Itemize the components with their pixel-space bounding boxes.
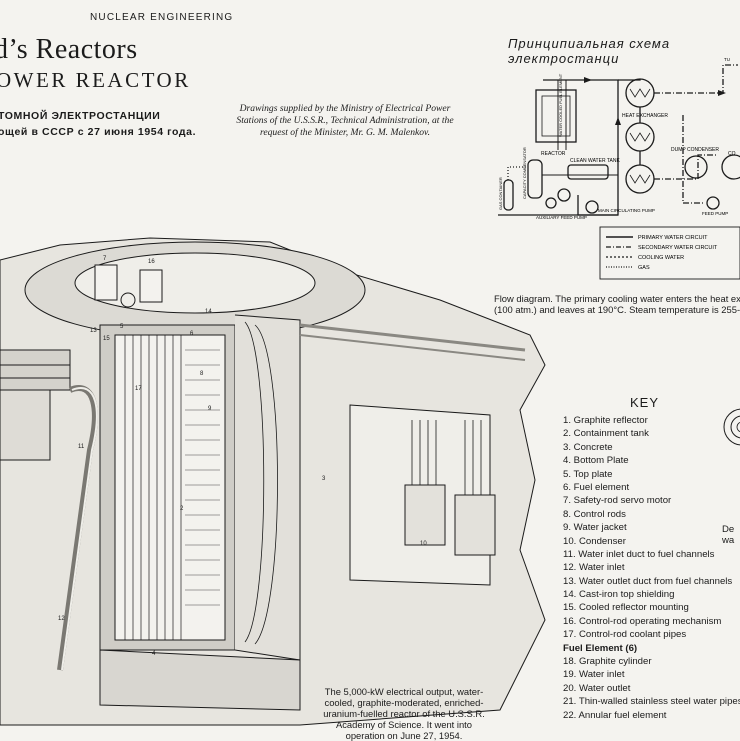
key-item: 18. Graphite cylinder <box>563 656 652 668</box>
label-heat-exchanger: HEAT EXCHANGER <box>622 113 668 119</box>
callout-6: 6 <box>190 331 194 337</box>
flow-diagram: REACTOR WATER COOLED FUEL ELEMENT HEAT E… <box>498 57 740 280</box>
condenser-unit-2 <box>454 494 496 556</box>
key-item: 16. Control-rod operating mechanism <box>563 615 722 627</box>
callout-14: 14 <box>205 309 212 315</box>
callout-12: 12 <box>58 616 65 622</box>
callout-5: 5 <box>120 324 124 330</box>
side-caption-line2: wa <box>722 535 735 546</box>
russian-caption: ТОМНОЙ ЭЛЕКТРОСТАНЦИИ ощей в СССР с 27 и… <box>0 108 196 140</box>
flow-diagram-caption: Flow diagram. The primary cooling water … <box>494 293 740 315</box>
key-item: 13. Water outlet duct from fuel channels <box>563 575 733 587</box>
flow-caption-line2: (100 atm.) and leaves at 190°C. Steam te… <box>494 304 740 315</box>
safety-rod-servo <box>94 264 118 301</box>
callout-9: 9 <box>208 406 212 412</box>
label-auxiliary: AUXILIARY FEED PUMP <box>536 215 587 220</box>
callout-13: 13 <box>90 328 97 334</box>
clean-water-pump <box>557 188 571 202</box>
label-dump-condenser: DUMP CONDENSER <box>671 147 719 153</box>
condenser-unit-1 <box>404 484 446 546</box>
heat-exchanger-1 <box>625 78 655 108</box>
label-co: CO <box>728 151 736 157</box>
label-capacity-compensator: CAPACITY COMPENSATOR <box>522 147 527 199</box>
main-circulating-pump <box>585 200 599 214</box>
feed-pump <box>706 196 720 210</box>
callout-17: 17 <box>135 386 142 392</box>
article-title: d’s Reactors <box>0 34 138 65</box>
control-rod-mechanism <box>139 269 163 303</box>
reactor-caption: The 5,000-kW electrical output, water-co… <box>323 686 485 741</box>
key-item: 22. Annular fuel element <box>563 709 667 721</box>
key-item: 6. Fuel element <box>563 481 630 493</box>
callout-10: 10 <box>420 541 427 547</box>
key-item: 4. Bottom Plate <box>563 455 629 467</box>
capacity-compensator <box>527 159 543 199</box>
flow-diagram-title: Принципиальная схема электростанци <box>508 36 671 66</box>
label-feed-pump: FEED PUMP <box>702 211 728 216</box>
secondary-circuit-pipe <box>654 64 738 94</box>
label-clean-water-tank: CLEAN WATER TANK <box>570 158 620 164</box>
callout-3: 3 <box>322 476 326 482</box>
callout-4: 4 <box>152 651 156 657</box>
heat-exchanger-2 <box>625 122 655 152</box>
label-main-pump: MAIN CIRCULATING PUMP <box>598 208 655 213</box>
key-item: 20. Water outlet <box>563 682 631 694</box>
label-tu: TU <box>724 57 730 62</box>
key-item: 11. Water inlet duct to fuel channels <box>563 548 715 560</box>
reactor-core <box>541 95 571 137</box>
running-head: NUCLEAR ENGINEERING <box>90 12 234 23</box>
callout-15: 15 <box>103 336 110 342</box>
dump-condenser <box>684 155 708 179</box>
key-item: 12. Water inlet <box>563 562 625 574</box>
drawing-credit: Drawings supplied by the Ministry of Ele… <box>236 103 454 138</box>
legend-cooling: COOLING WATER <box>638 255 684 261</box>
key-item: 7. Safety-rod servo motor <box>563 495 672 507</box>
callout-8: 8 <box>200 371 204 377</box>
callout-11: 11 <box>78 444 85 450</box>
fuel-channels <box>124 335 182 640</box>
reactor-box <box>535 89 577 143</box>
label-gas-container: GAS CONTAINER <box>498 177 503 210</box>
callout-2: 2 <box>180 506 184 512</box>
russian-caption-line1: ТОМНОЙ ЭЛЕКТРОСТАНЦИИ <box>0 110 161 122</box>
key-item: 21. Thin-walled stainless steel water pi… <box>563 696 740 708</box>
label-reactor: REACTOR <box>541 151 566 157</box>
label-fuel-element: WATER COOLED FUEL ELEMENT <box>558 73 563 137</box>
key-fuel-heading: Fuel Element (6) <box>563 642 638 654</box>
auxiliary-feed-pump <box>545 197 557 209</box>
article-subtitle: OWER REACTOR <box>0 68 191 92</box>
key-title: KEY <box>630 395 660 410</box>
legend-box <box>599 226 740 280</box>
key-item: 17. Control-rod coolant pipes <box>563 629 687 641</box>
condenser <box>721 154 740 180</box>
russian-caption-line2: ощей в СССР с 27 июня 1954 года. <box>0 126 197 138</box>
containment-tank <box>234 314 301 661</box>
key-item: 5. Top plate <box>563 468 613 480</box>
legend-secondary: SECONDARY WATER CIRCUIT <box>638 245 718 251</box>
key-item: 19. Water inlet <box>563 669 625 681</box>
fuel-element-detail <box>723 408 740 446</box>
key-item: 2. Containment tank <box>563 428 649 440</box>
legend-primary: PRIMARY WATER CIRCUIT <box>638 235 708 241</box>
side-caption: De wa <box>722 524 734 546</box>
clean-water-tank <box>567 164 609 180</box>
reactor-cutaway-illustration: 3 2 14 7 16 9 10 5 11 4 6 8 12 13 15 17 <box>0 237 546 726</box>
heat-exchanger-3 <box>625 164 655 194</box>
key-list: 1. Graphite reflector 2. Containment tan… <box>563 414 740 722</box>
callout-7: 7 <box>103 256 107 262</box>
key-item: 1. Graphite reflector <box>563 415 648 426</box>
key-item: 3. Concrete <box>563 441 613 453</box>
callout-16: 16 <box>148 259 155 265</box>
bottom-plate <box>99 649 301 711</box>
side-caption-line1: De <box>722 524 735 535</box>
key-item: 8. Control rods <box>563 508 626 520</box>
flow-caption-line1: Flow diagram. The primary cooling water … <box>494 293 740 304</box>
legend-gas: GAS <box>638 265 650 271</box>
key-item: 14. Cast-iron top shielding <box>563 589 675 601</box>
key-item: 10. Condenser <box>563 535 626 547</box>
key-item: 15. Cooled reflector mounting <box>563 602 689 614</box>
key-item: 9. Water jacket <box>563 522 627 534</box>
